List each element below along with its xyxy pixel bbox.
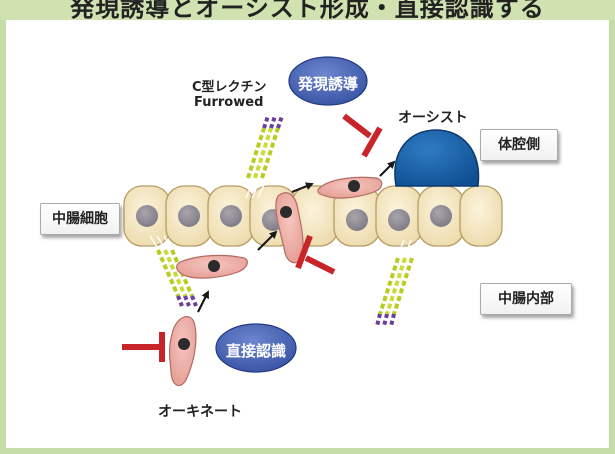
induction-label: 発現誘導: [298, 73, 358, 94]
inhibit-ookinete-line: [306, 258, 334, 272]
midgut-epithelium: [124, 186, 502, 246]
lectin-label-line2: Furrowed: [194, 95, 263, 110]
migration-arrow: [198, 292, 208, 312]
hemocoel-label-box: 体腔側: [480, 129, 558, 161]
epithelial-cell: [460, 186, 502, 246]
ookinete-nucleus: [280, 206, 292, 218]
ookinete-nucleus: [178, 338, 190, 350]
cell-nucleus: [388, 209, 410, 231]
lectin-label-line1: C型レクチン: [192, 76, 267, 95]
hemocoel-label: 体腔側: [498, 137, 540, 153]
cell-nucleus: [430, 205, 452, 227]
direct-recognition-label: 直接認識: [226, 340, 286, 361]
oocyst-label: オーシスト: [398, 107, 468, 127]
ookinete-nucleus: [348, 180, 360, 192]
ookinete-nucleus: [208, 260, 220, 272]
migration-arrow: [380, 162, 394, 176]
cell-nucleus: [136, 205, 158, 227]
cell-nucleus: [220, 205, 242, 227]
ookinete-label: オーキネート: [158, 401, 242, 421]
cell-nucleus: [346, 209, 368, 231]
midgut-lumen-label-box: 中腸内部: [480, 283, 572, 315]
cell-nucleus: [178, 205, 200, 227]
lectin-receptor-right: [377, 240, 418, 326]
midgut-cell-label-box: 中腸細胞: [40, 203, 120, 235]
midgut-cell-label: 中腸細胞: [52, 211, 108, 227]
ookinete: [170, 317, 196, 386]
oocyst: [395, 130, 479, 186]
inhibit-oocyst-line: [344, 116, 370, 136]
midgut-lumen-label: 中腸内部: [498, 291, 554, 307]
